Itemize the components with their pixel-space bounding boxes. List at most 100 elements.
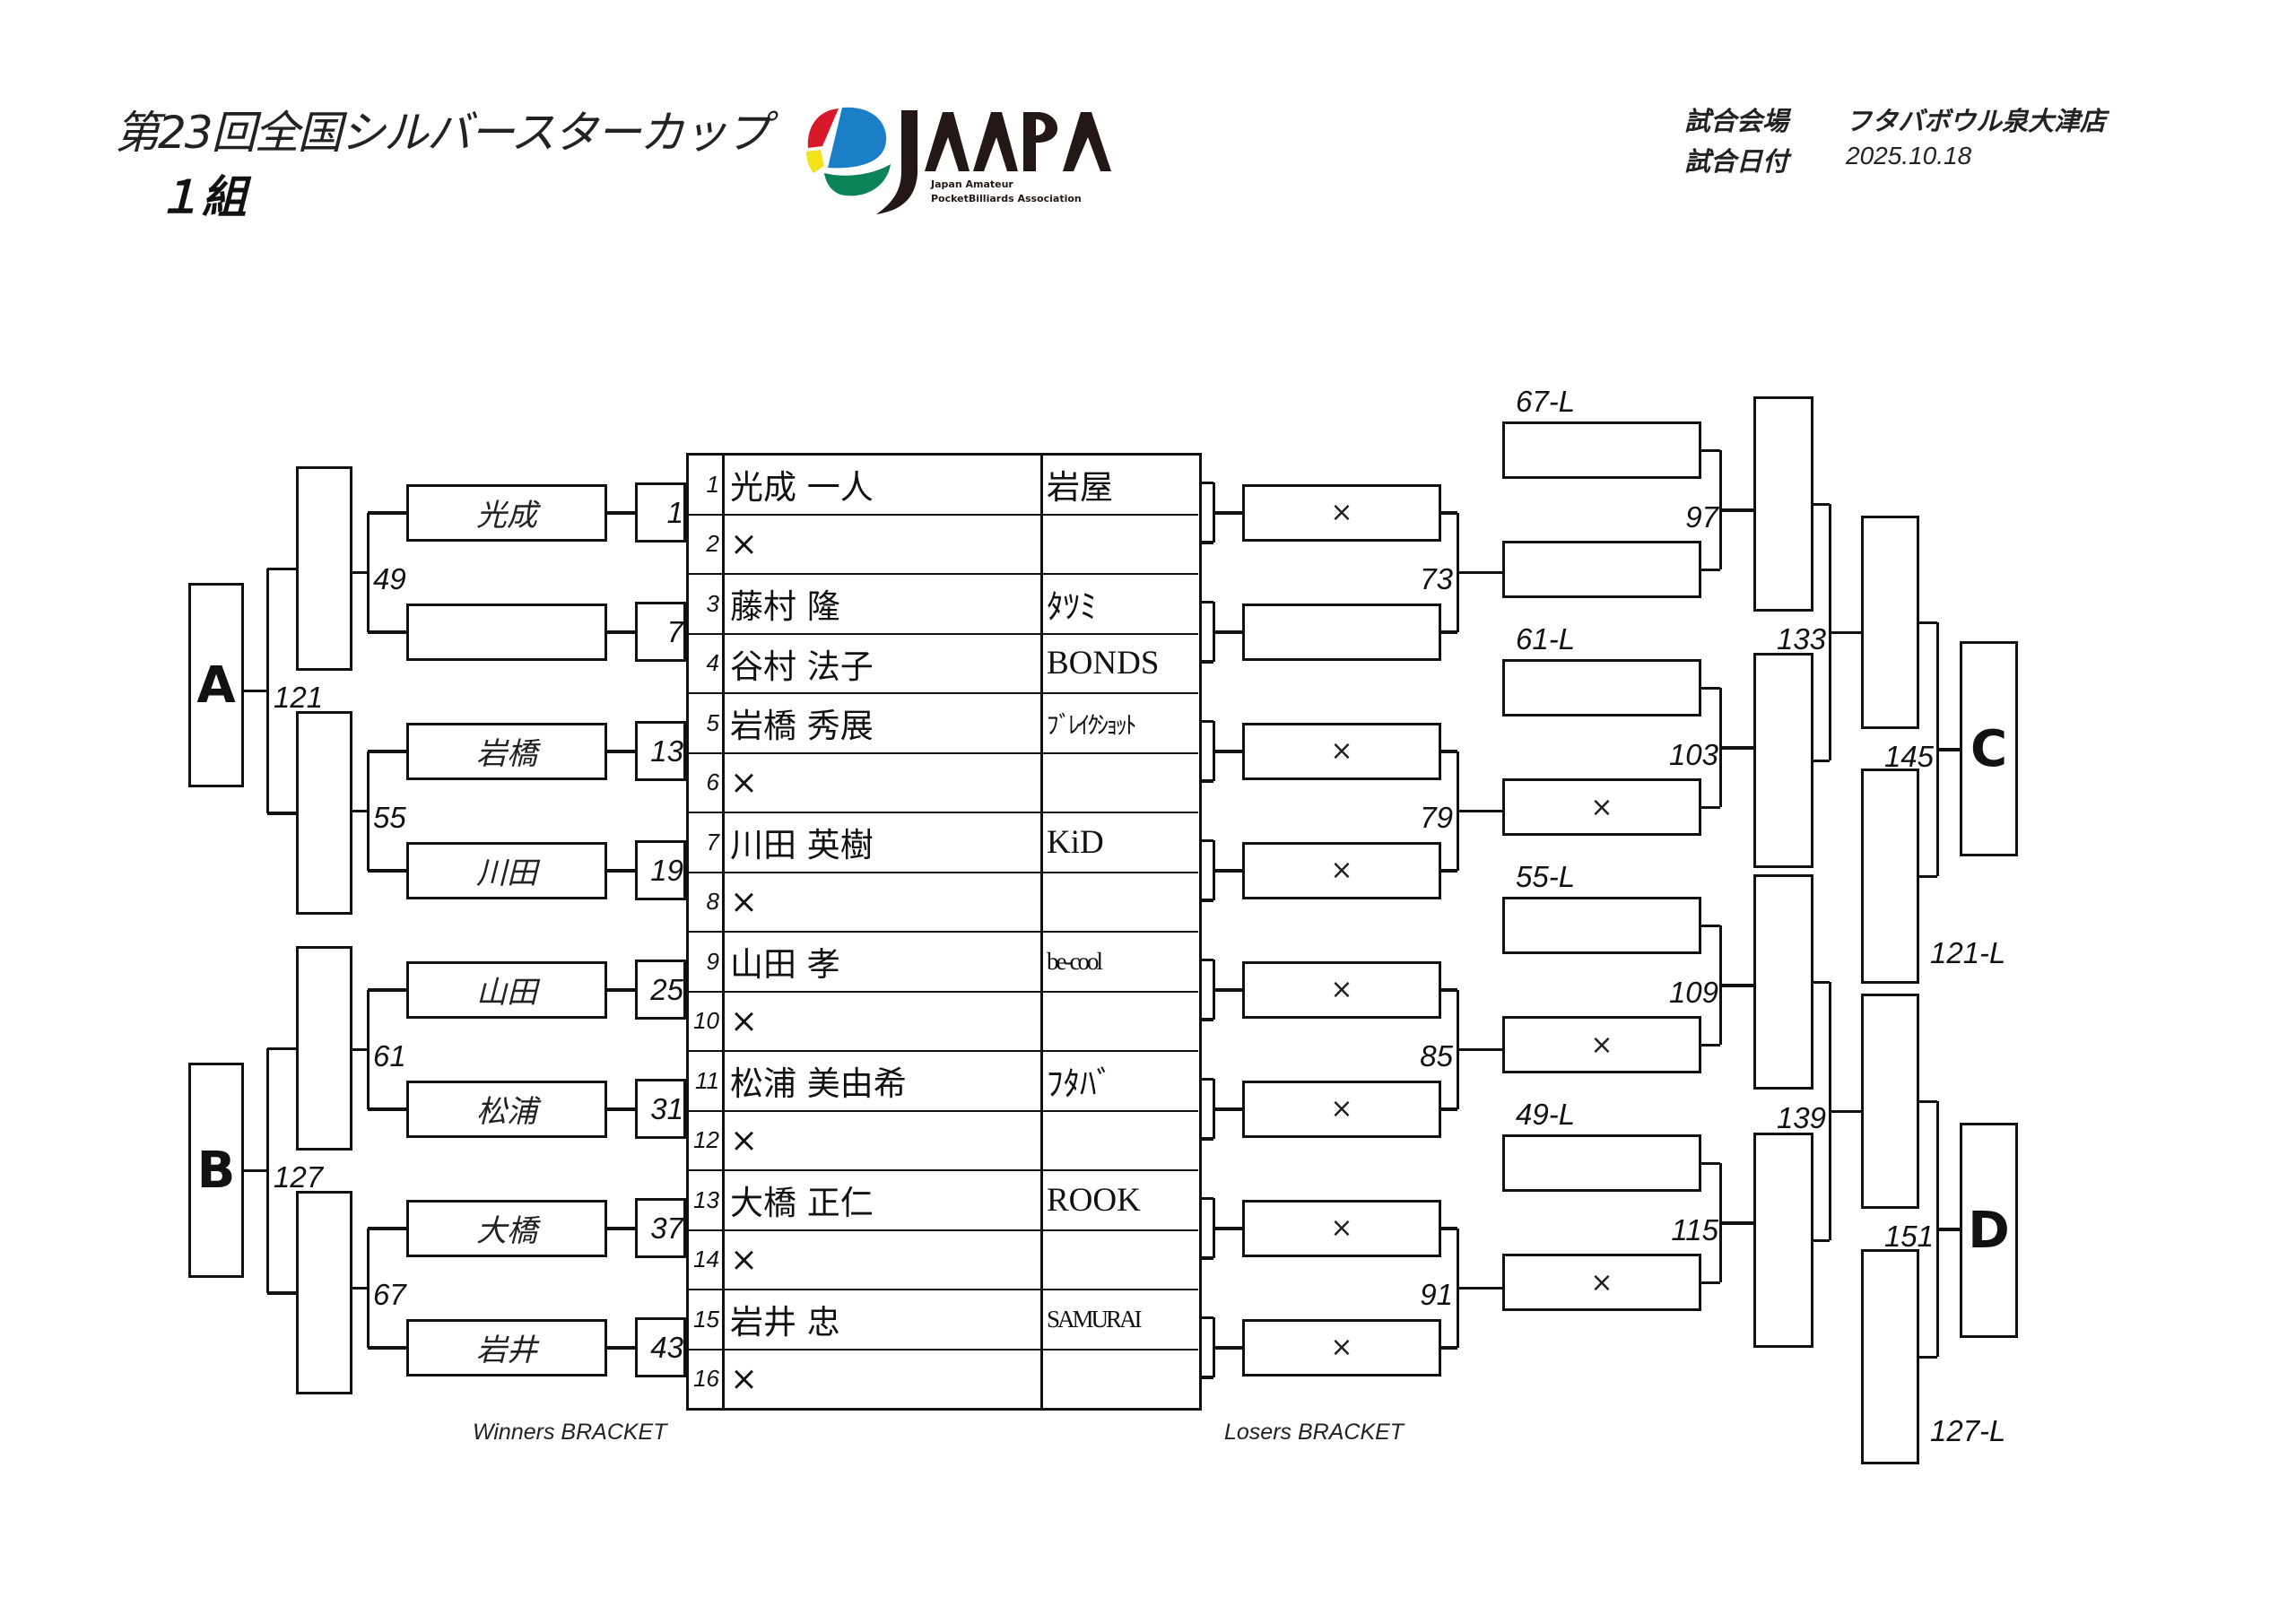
- losers-r4-box[interactable]: [1861, 994, 1919, 1209]
- losers-r1-box[interactable]: ×: [1242, 483, 1441, 542]
- winners-r1-match-box[interactable]: [635, 602, 686, 662]
- losers-r2-box[interactable]: [1502, 659, 1701, 716]
- losers-r2-box[interactable]: [1502, 541, 1701, 598]
- losers-r4-box[interactable]: [1861, 516, 1919, 729]
- losers-r2-match-number: 103: [1668, 737, 1718, 771]
- losers-r2-box[interactable]: [1502, 1134, 1701, 1192]
- connector-line: [368, 869, 406, 873]
- losers-r2-box[interactable]: ×: [1502, 778, 1701, 836]
- losers-r2-box[interactable]: [1502, 421, 1701, 479]
- connector-line: [368, 630, 406, 634]
- winners-r1-match-box[interactable]: [635, 960, 686, 1020]
- losers-r1-box[interactable]: [1242, 603, 1441, 661]
- winners-r1-match-number: 7: [666, 614, 683, 648]
- connector-line: [265, 569, 269, 813]
- losers-r3-box[interactable]: [1753, 1133, 1813, 1348]
- losers-r2-box[interactable]: [1502, 897, 1701, 954]
- connector-line: [607, 1346, 635, 1350]
- losers-r1-match-number: 85: [1420, 1039, 1453, 1073]
- winners-r1-match-box[interactable]: [635, 482, 686, 543]
- winners-r1-winner-box-text: 川田: [476, 855, 537, 891]
- connector-line: [607, 511, 635, 515]
- connector-line: [267, 812, 296, 815]
- connector-line: [368, 1107, 406, 1111]
- winners-r2-box[interactable]: [296, 711, 352, 915]
- connector-line: [1202, 481, 1213, 485]
- winners-r1-winner-box[interactable]: 岩橋: [406, 722, 607, 780]
- connector-line: [1701, 686, 1720, 690]
- entry-number: 16: [689, 1350, 725, 1408]
- losers-final-box-c[interactable]: C: [1960, 641, 2018, 856]
- losers-r1-box[interactable]: ×: [1242, 1199, 1441, 1257]
- connector-line: [1701, 448, 1720, 452]
- loser-drop-label: 61-L: [1516, 622, 1576, 656]
- connector-line: [1202, 1376, 1213, 1379]
- losers-final-box-d[interactable]: D: [1960, 1123, 2018, 1338]
- losers-r3-box[interactable]: [1753, 396, 1813, 612]
- connector-line: [366, 989, 370, 1109]
- losers-r1-box[interactable]: ×: [1242, 1318, 1441, 1376]
- connector-line: [352, 1047, 368, 1051]
- winners-r1-match-box[interactable]: [635, 721, 686, 781]
- connector-line: [1457, 1047, 1502, 1051]
- winners-r1-match-box[interactable]: [635, 840, 686, 900]
- losers-r1-box[interactable]: ×: [1242, 960, 1441, 1019]
- connector-line: [1202, 600, 1213, 604]
- winners-final-box-a[interactable]: A: [188, 583, 244, 787]
- winners-r2-box[interactable]: [296, 466, 352, 671]
- losers-r1-box[interactable]: ×: [1242, 722, 1441, 780]
- entry-number: 13: [689, 1171, 725, 1229]
- winners-r1-winner-box[interactable]: 川田: [406, 841, 607, 899]
- player-name: 藤村 隆: [725, 575, 1043, 633]
- group-label: １組: [157, 171, 247, 223]
- winners-r1-winner-box-text: 岩橋: [476, 736, 537, 772]
- losers-r4-box[interactable]: [1861, 1249, 1919, 1464]
- club-name: ﾌﾞﾚｲｸｼｮｯﾄ: [1047, 711, 1137, 739]
- losers-r3-box[interactable]: [1753, 653, 1813, 868]
- losers-r1-box[interactable]: ×: [1242, 841, 1441, 899]
- losers-r1-box-text: ×: [1330, 855, 1353, 886]
- winners-r1-winner-box[interactable]: 山田: [406, 960, 607, 1019]
- player-name: 光成 一人: [725, 456, 1043, 514]
- winners-r1-winner-box-text: 大橋: [476, 1213, 537, 1249]
- player-name: ×: [725, 515, 1043, 573]
- winners-r1-winner-box[interactable]: 大橋: [406, 1199, 607, 1257]
- connector-line: [1202, 1077, 1213, 1081]
- winners-r1-match-number: 31: [650, 1091, 683, 1125]
- losers-r2-match-number: 97: [1685, 499, 1718, 534]
- losers-r1-box[interactable]: ×: [1242, 1080, 1441, 1138]
- losers-r1-match-number: 79: [1420, 801, 1453, 834]
- winners-final-box-b[interactable]: B: [188, 1063, 244, 1278]
- connector-line: [1830, 1109, 1861, 1113]
- connector-line: [368, 988, 406, 992]
- entry-row: 12×: [689, 1111, 1198, 1171]
- losers-r1-box-text: ×: [1330, 1093, 1353, 1125]
- losers-r2-box[interactable]: ×: [1502, 1254, 1701, 1311]
- connector-line: [1213, 511, 1242, 515]
- losers-r4-box[interactable]: [1861, 769, 1919, 984]
- connector-line: [1720, 508, 1753, 512]
- winners-r1-match-box[interactable]: [635, 1079, 686, 1139]
- winners-r2-box[interactable]: [296, 946, 352, 1151]
- winners-r1-winner-box[interactable]: 岩井: [406, 1318, 607, 1376]
- connector-line: [1202, 1196, 1213, 1201]
- club-name: [1043, 873, 1198, 932]
- winners-r2-box[interactable]: [296, 1191, 352, 1394]
- winners-r1-winner-box[interactable]: [406, 603, 607, 661]
- connector-line: [267, 567, 296, 570]
- connector-line: [1202, 1256, 1213, 1260]
- losers-r3-box[interactable]: [1753, 874, 1813, 1090]
- winners-r1-match-box[interactable]: [635, 1317, 686, 1377]
- winners-r1-winner-box[interactable]: 松浦: [406, 1080, 607, 1138]
- club-name: ROOK: [1047, 1181, 1141, 1219]
- entry-row: 6×: [689, 753, 1198, 813]
- winners-r1-winner-box[interactable]: 光成: [406, 483, 607, 542]
- connector-line: [1457, 809, 1502, 812]
- connector-line: [1830, 630, 1861, 634]
- winners-r1-match-number: 25: [650, 972, 683, 1006]
- losers-r2-box[interactable]: ×: [1502, 1016, 1701, 1073]
- venue-label: 試合会場: [1684, 106, 1789, 136]
- winners-r1-match-box[interactable]: [635, 1198, 686, 1258]
